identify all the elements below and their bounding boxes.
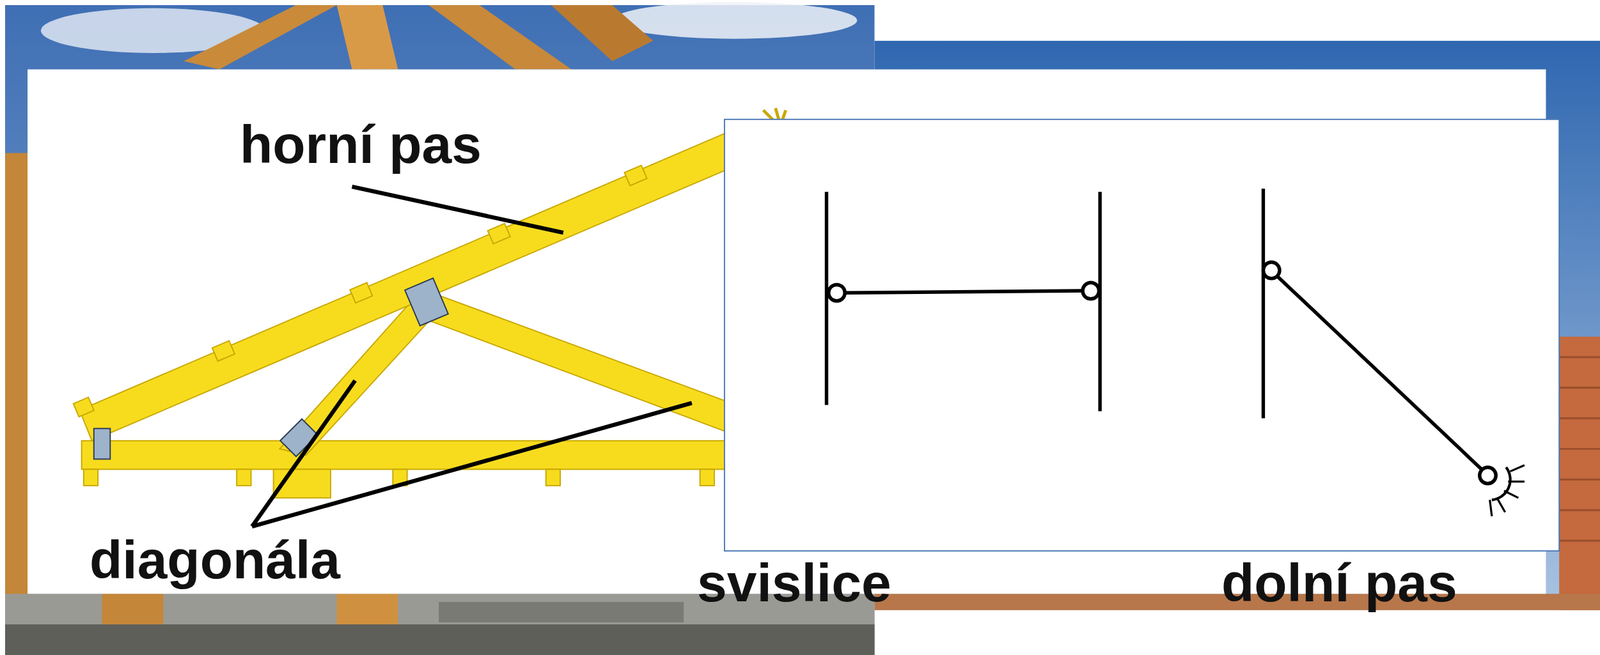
part-label: svislice [697, 553, 892, 613]
schematic-box [724, 119, 1560, 552]
part-label: diagonála [89, 530, 341, 590]
static-schematic [826, 188, 1524, 517]
part-label: dolní pas [1221, 553, 1458, 613]
leader-lines [251, 186, 692, 527]
part-label: horní pas [239, 115, 482, 174]
truss-drawing [73, 108, 786, 499]
